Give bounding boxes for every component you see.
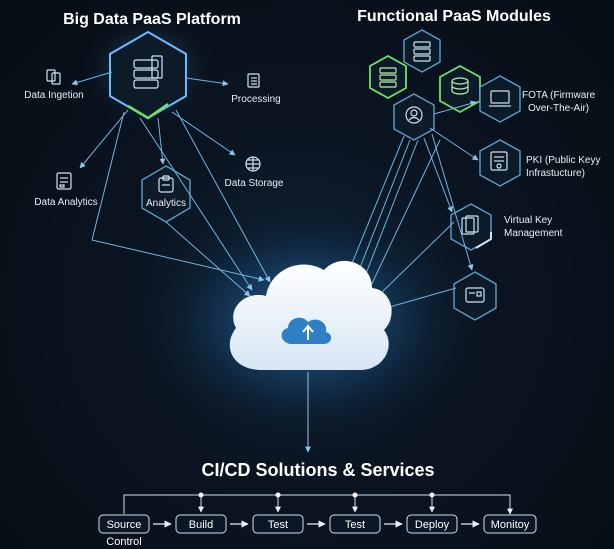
- analytics-label: Analytics: [146, 198, 186, 209]
- key-card-icon: [465, 287, 485, 303]
- step-source-sub-label: Control: [106, 536, 141, 548]
- fota-label-line2: Over-The-Air): [528, 103, 589, 114]
- processing-label: Processing: [231, 94, 280, 105]
- cicd-step-build: Build: [175, 514, 227, 534]
- processing-node: Processing: [231, 73, 281, 105]
- big-data-title: Big Data PaaS Platform: [63, 11, 241, 28]
- pki-label-line1: PKI (Public Keyy: [526, 155, 600, 166]
- data-storage-label: Data Storage: [225, 178, 284, 189]
- cicd-step-test-1: Test: [252, 514, 304, 534]
- clipboard-icon: [158, 175, 174, 193]
- grid-globe-icon: [245, 156, 261, 172]
- data-analytics-node: Data Analytics: [34, 172, 98, 208]
- database-icon: [451, 77, 469, 95]
- data-analytics-label: Data Analytics: [34, 197, 97, 208]
- data-storage-node: Data Storage: [225, 156, 284, 189]
- key-card-node: [453, 271, 497, 321]
- step-deploy-label: Deploy: [415, 519, 450, 531]
- list-icon: [247, 73, 260, 88]
- step-test1-label: Test: [268, 519, 288, 531]
- cicd-feedback-lines: [123, 492, 513, 515]
- documents-icon: [461, 215, 479, 235]
- certificate-icon: [490, 151, 508, 171]
- pki-label-line2: Infrastucture): [526, 168, 585, 179]
- functional-modules-title: Functional PaaS Modules: [357, 8, 551, 25]
- fota-node: FOTA (Firmware Over-The-Air): [479, 75, 596, 123]
- laptop-icon: [489, 90, 511, 107]
- virtual-key-label-line1: Virtual Key: [504, 215, 552, 226]
- pki-node: PKI (Public Keyy Infrastucture): [479, 139, 600, 187]
- database-stack-icon: [133, 55, 163, 89]
- cloud-hub: [229, 260, 392, 370]
- data-ingestion-node: Data Ingetion: [24, 69, 84, 101]
- report-icon: [56, 172, 72, 190]
- cloud-upload-icon: [281, 317, 332, 344]
- step-test2-label: Test: [345, 519, 365, 531]
- step-source-label: Source: [107, 519, 142, 531]
- data-ingestion-label: Data Ingetion: [24, 90, 84, 101]
- big-data-hub: [109, 30, 187, 120]
- virtual-key-label-line2: Management: [504, 228, 563, 239]
- cicd-step-deploy: Deploy: [406, 514, 458, 534]
- step-monitor-label: Monitoy: [491, 519, 530, 531]
- functional-modules-cluster: [369, 29, 481, 141]
- cicd-step-test-2: Test: [329, 514, 381, 534]
- cicd-title: CI/CD Solutions & Services: [201, 460, 434, 480]
- big-data-arrows: [71, 71, 271, 297]
- analytics-hex-node: Analytics: [141, 165, 191, 223]
- user-shield-icon: [405, 106, 423, 124]
- server-icon: [379, 67, 397, 88]
- document-icon: [46, 69, 61, 85]
- functional-arrows: [345, 100, 479, 310]
- fota-label-line1: FOTA (Firmware: [522, 90, 596, 101]
- stack-icon: [413, 41, 431, 62]
- cicd-step-source: Source Control: [98, 514, 150, 548]
- virtual-key-node: Virtual Key Management: [450, 203, 563, 251]
- step-build-label: Build: [189, 519, 213, 531]
- cicd-step-monitor: Monitoy: [483, 514, 537, 534]
